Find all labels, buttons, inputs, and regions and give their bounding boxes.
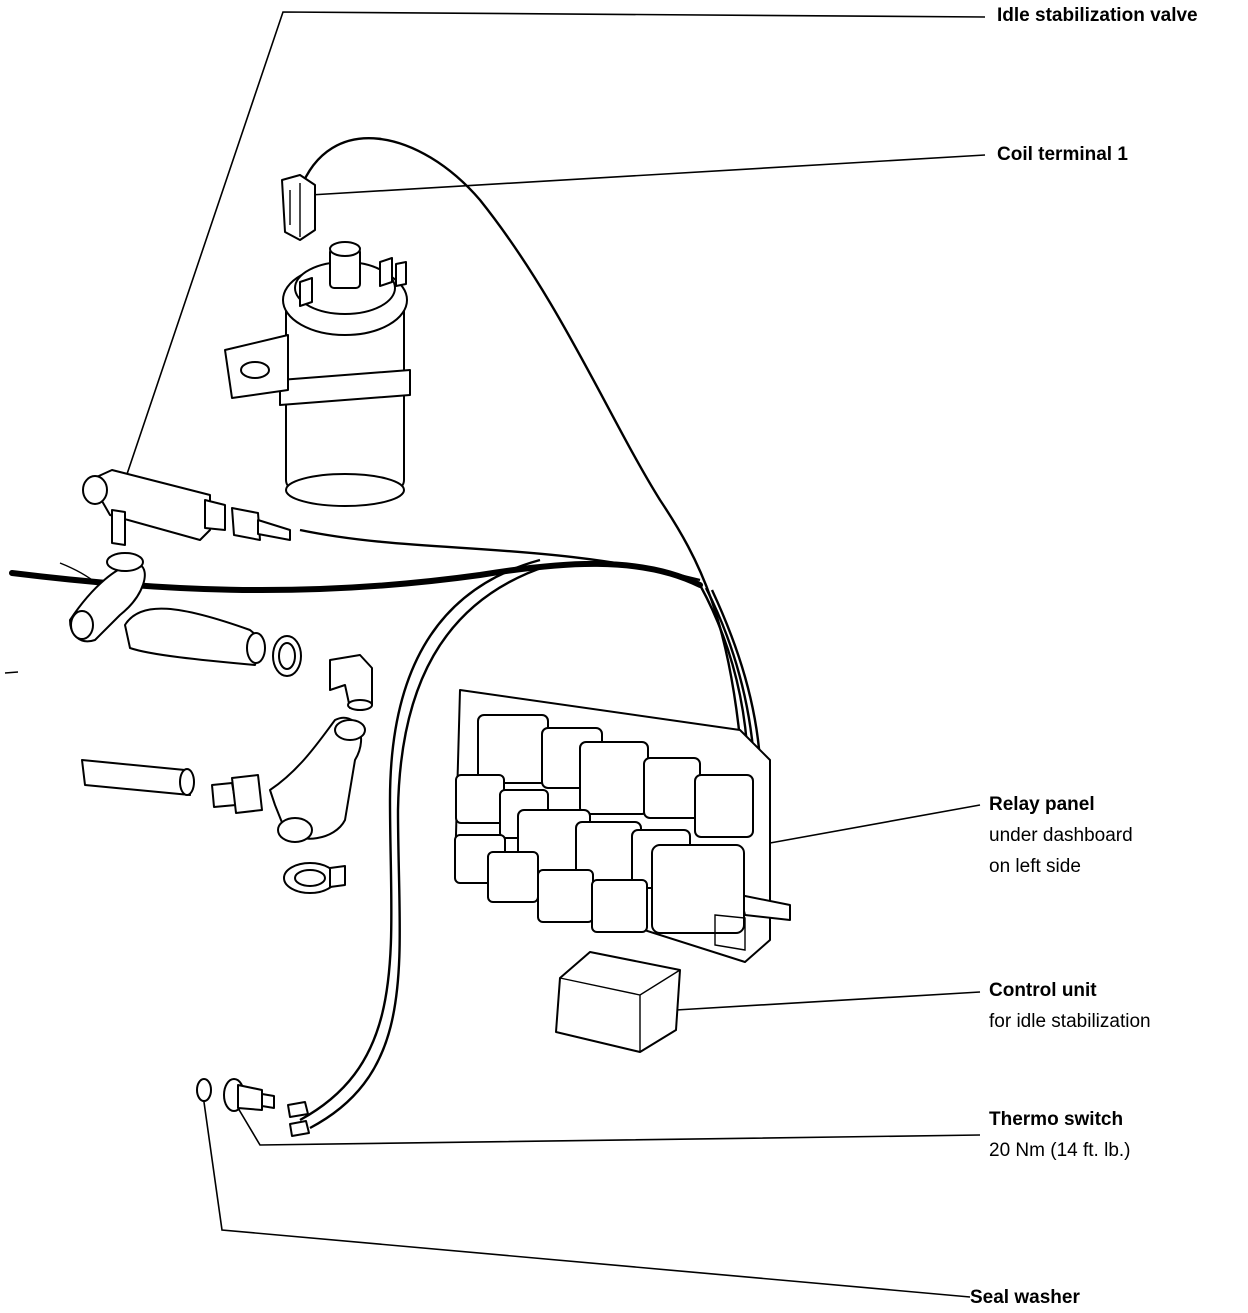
- label-subtitle: 20 Nm (14 ft. lb.): [989, 1140, 1131, 1161]
- label-subtitle: for idle stabilization: [989, 1011, 1151, 1032]
- label-thermo-switch: Thermo switch 20 Nm (14 ft. lb.): [989, 1104, 1131, 1166]
- label-relay-panel: Relay panel under dashboard on left side: [989, 789, 1133, 882]
- leader-control-unit: [675, 991, 981, 1011]
- leader-thermo-switch: [237, 1107, 981, 1146]
- ignition-coil: [224, 241, 411, 507]
- relay-panel-part: [454, 689, 791, 963]
- label-title: Coil terminal 1: [997, 144, 1128, 165]
- label-subtitle: on left side: [989, 856, 1081, 877]
- label-idle-stabilization-valve: Idle stabilization valve: [997, 0, 1198, 31]
- label-subtitle: under dashboard: [989, 825, 1133, 846]
- leader-idle-valve: [124, 11, 986, 481]
- thermo-switch-part: [196, 1078, 310, 1137]
- label-title: Control unit: [989, 980, 1097, 1001]
- label-seal-washer: Seal washer: [970, 1282, 1080, 1313]
- label-control-unit: Control unit for idle stabilization: [989, 975, 1151, 1037]
- relays: [454, 714, 754, 934]
- label-title: Idle stabilization valve: [997, 5, 1198, 26]
- leader-relay-panel: [769, 804, 981, 844]
- label-title: Seal washer: [970, 1287, 1080, 1308]
- label-title: Thermo switch: [989, 1109, 1124, 1130]
- hoses: [69, 552, 373, 894]
- leader-coil-terminal: [309, 154, 986, 196]
- idle-stabilization-valve-part: [82, 469, 291, 546]
- leader-lines: [124, 11, 986, 1298]
- label-coil-terminal: Coil terminal 1: [997, 139, 1128, 170]
- control-unit-part: [555, 951, 681, 1053]
- coil-terminal-connector: [281, 174, 316, 241]
- leader-seal-washer: [202, 1094, 971, 1298]
- label-title: Relay panel: [989, 794, 1095, 815]
